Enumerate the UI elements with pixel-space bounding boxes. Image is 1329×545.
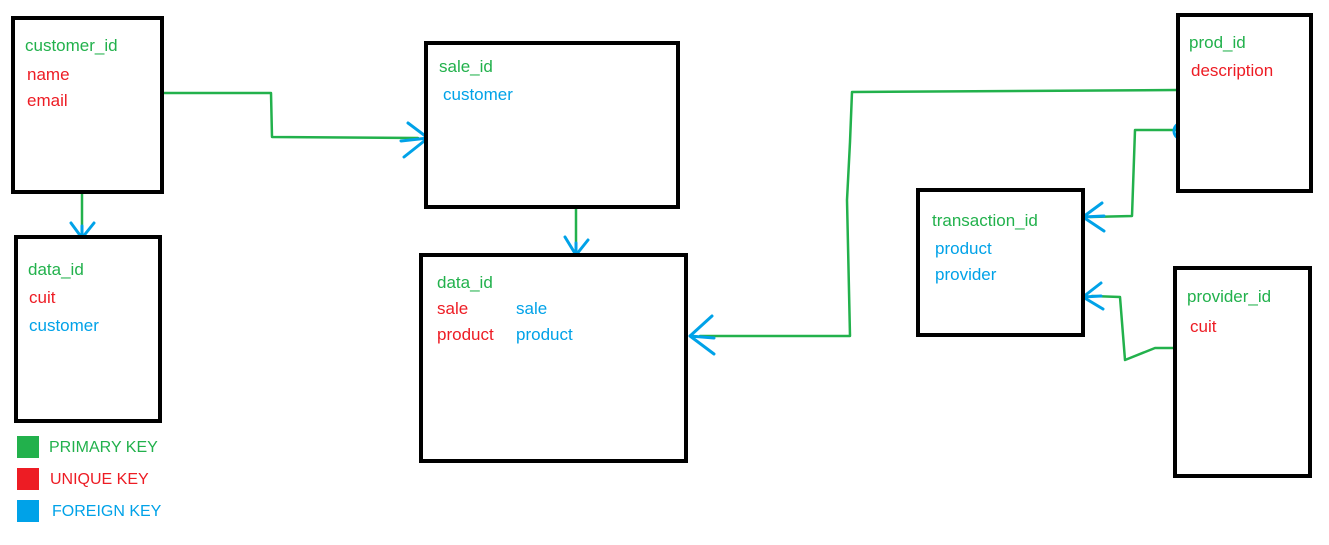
field-customer-name: name <box>27 65 70 84</box>
connector-product-to-transaction <box>1088 128 1178 219</box>
field-sale-data-product-unique: product <box>437 325 494 344</box>
table-provider: provider_id cuit <box>1173 266 1312 478</box>
field-customer-data-customer: customer <box>29 316 99 335</box>
field-customer-id: customer_id <box>25 36 118 55</box>
legend-label-unique: UNIQUE KEY <box>50 471 149 488</box>
field-sale-data-id: data_id <box>437 273 493 292</box>
field-sale-id: sale_id <box>439 57 493 76</box>
legend-swatch-foreign <box>17 500 39 522</box>
connector-customer-to-sale <box>158 91 420 140</box>
crowfoot-icon <box>688 314 716 356</box>
field-customer-email: email <box>27 91 68 110</box>
field-sale-data-product-foreign: product <box>516 325 573 344</box>
table-product: prod_id description <box>1176 13 1313 193</box>
table-sale-data: data_id sale product sale product <box>419 253 688 463</box>
table-customer: customer_id name email <box>11 16 164 194</box>
field-transaction-product: product <box>935 239 992 258</box>
legend-label-primary: PRIMARY KEY <box>49 439 158 456</box>
field-product-description: description <box>1191 61 1274 80</box>
field-sale-data-sale-foreign: sale <box>516 299 548 318</box>
legend-swatch-primary <box>17 436 39 458</box>
crowfoot-icon <box>1081 201 1106 233</box>
legend-swatch-unique <box>17 468 39 490</box>
field-provider-id: provider_id <box>1187 287 1272 306</box>
field-sale-customer: customer <box>443 85 513 104</box>
crowfoot-icon <box>1081 281 1105 311</box>
table-sale: sale_id customer <box>424 41 680 209</box>
field-product-id: prod_id <box>1189 33 1246 52</box>
table-customer-data: data_id cuit customer <box>14 235 162 423</box>
connector-product-to-sale-data <box>698 88 1179 338</box>
field-transaction-id: transaction_id <box>932 211 1038 230</box>
field-customer-data-cuit: cuit <box>29 288 56 307</box>
field-provider-cuit: cuit <box>1190 317 1217 336</box>
field-transaction-provider: provider <box>935 265 997 284</box>
field-sale-data-sale-unique: sale <box>437 299 469 318</box>
connector-provider-to-transaction <box>1090 294 1180 362</box>
legend-label-foreign: FOREIGN KEY <box>52 503 162 520</box>
field-customer-data-id: data_id <box>28 260 84 279</box>
table-transaction: transaction_id product provider <box>916 188 1085 337</box>
